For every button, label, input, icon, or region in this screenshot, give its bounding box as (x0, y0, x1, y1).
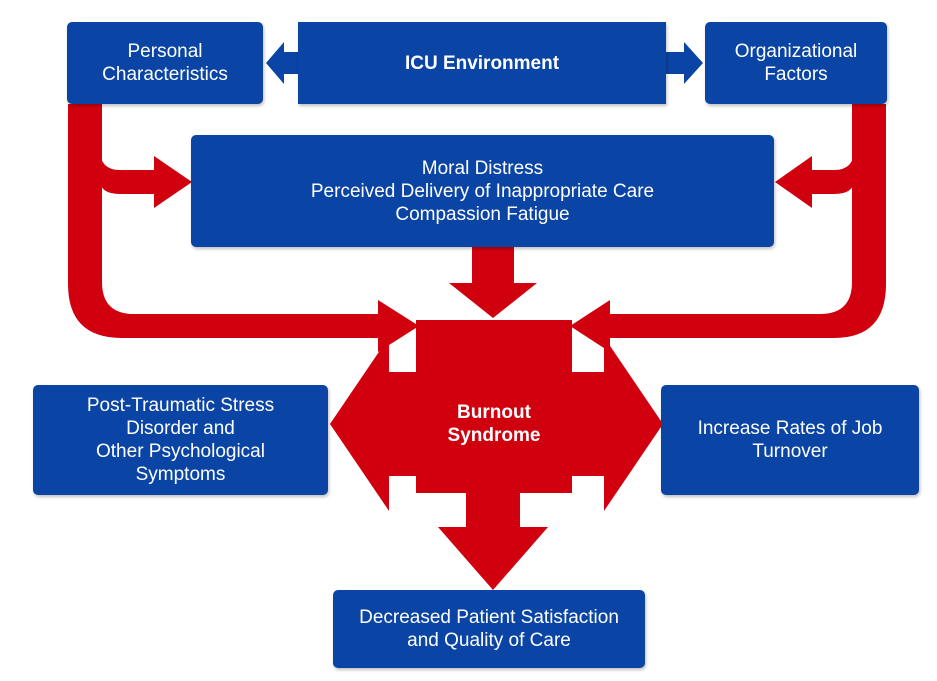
patient-satisfaction-box: Decreased Patient Satisfaction and Quali… (333, 590, 645, 668)
moral-distress-box: Moral Distress Perceived Delivery of Ina… (191, 135, 774, 247)
job-turnover-box: Increase Rates of Job Turnover (661, 385, 919, 495)
moral-distress-label: Moral Distress Perceived Delivery of Ina… (310, 157, 655, 225)
burnout-syndrome-label: Burnout Syndrome (447, 402, 541, 446)
job-turnover-label: Increase Rates of Job Turnover (697, 418, 883, 462)
icu-left-arrowhead (266, 42, 298, 84)
icu-environment-box: ICU Environment (298, 22, 666, 104)
icu-right-arrowhead (666, 42, 703, 84)
right-bracket-arrow (570, 104, 886, 352)
left-bracket-arrow (68, 104, 419, 352)
left-branch-arrow (100, 150, 192, 208)
organizational-factors-box: Organizational Factors (705, 22, 887, 104)
ptsd-box: Post-Traumatic Stress Disorder and Other… (33, 385, 328, 495)
organizational-factors-label: Organizational Factors (734, 41, 858, 85)
ptsd-label: Post-Traumatic Stress Disorder and Other… (86, 395, 275, 485)
moral-to-burnout-arrow (449, 247, 537, 318)
right-branch-arrow (775, 150, 854, 208)
personal-characteristics-label: Personal Characteristics (102, 41, 228, 85)
burnout-syndrome-node: Burnout Syndrome (418, 372, 570, 476)
patient-satisfaction-label: Decreased Patient Satisfaction and Quali… (359, 607, 619, 651)
personal-characteristics-box: Personal Characteristics (67, 22, 263, 104)
burnout-block-shape (330, 320, 663, 590)
icu-environment-label: ICU Environment (404, 52, 560, 74)
